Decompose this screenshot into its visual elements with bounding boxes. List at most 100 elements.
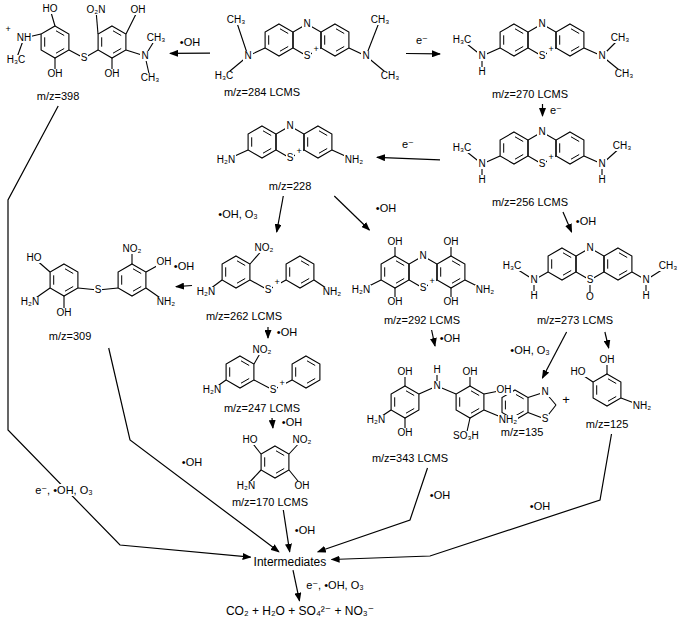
atom-label: NH	[16, 33, 32, 44]
double-bond	[515, 137, 523, 142]
compound-node: m/z=256 LCMS	[440, 116, 645, 212]
mz-label: m/z=284 LCMS	[223, 86, 301, 98]
flow-text: Intermediates	[251, 554, 330, 570]
mz-label: m/z=273 LCMS	[536, 314, 614, 326]
reagent-label: •OH	[172, 260, 196, 272]
reaction-arrow	[176, 286, 192, 287]
atom-label: NH₂	[344, 155, 364, 166]
atom-label: OH	[47, 69, 64, 80]
mz-label: m/z=170 LCMS	[231, 496, 309, 508]
atom-label: N	[585, 243, 594, 254]
flow-box: Intermediates	[251, 552, 332, 570]
reaction-arrow	[432, 330, 435, 346]
reagent-label: •OH	[180, 456, 204, 468]
atom-label: H₃C	[214, 71, 235, 82]
double-bond	[276, 451, 284, 456]
double-bond	[440, 267, 441, 276]
compound-node: m/z=284 LCMS	[210, 5, 406, 100]
atom-label: S	[264, 285, 273, 296]
double-bond	[56, 31, 64, 36]
atom-label: OH	[130, 5, 147, 16]
double-bond	[563, 271, 571, 276]
double-bond	[515, 155, 523, 160]
reaction-arrow	[8, 106, 251, 557]
mz-label: m/z=343 LCMS	[371, 452, 449, 464]
atom-label: OH	[104, 69, 121, 80]
benzene-ring	[500, 132, 528, 164]
compound-node: m/z=170 LCMS	[226, 428, 328, 510]
reagent-label: •OH, O₃	[508, 344, 552, 356]
reagent-label: e⁻, •OH, O₃	[304, 579, 366, 591]
compound-node: m/z=343 LCMS	[360, 346, 536, 468]
atom-label: S	[541, 414, 550, 425]
atom-label: N	[140, 51, 149, 62]
reagent-label: e⁻	[414, 34, 430, 46]
double-bond	[516, 395, 524, 399]
reaction-arrow	[563, 212, 572, 232]
reagent-label: •OH	[374, 202, 398, 214]
double-bond	[237, 261, 245, 266]
reaction-arrow	[542, 104, 543, 116]
double-bond	[471, 409, 479, 414]
double-bond	[571, 47, 579, 52]
charge-sign: +	[312, 45, 319, 54]
benzene-ring	[604, 248, 632, 280]
atom-label: N	[537, 127, 546, 138]
mz-label: m/z=292 LCMS	[383, 314, 461, 326]
mz-label: m/z=256 LCMS	[491, 196, 569, 208]
atom-label: HO	[42, 4, 59, 15]
double-bond	[225, 267, 226, 276]
atom-label: N	[597, 159, 606, 170]
double-bond	[276, 469, 284, 474]
double-bond	[101, 37, 102, 46]
compound-node: m/z=247 LCMS	[198, 338, 338, 418]
double-bond	[133, 269, 141, 274]
atom-label: OH	[443, 237, 460, 248]
benzene-ring	[98, 26, 126, 58]
atom-label: H₃C	[452, 35, 473, 46]
atom-label: SO₃H	[452, 431, 480, 442]
reagent-label: •OH	[293, 524, 317, 536]
double-bond	[396, 279, 404, 284]
atom-label: H₃C	[452, 143, 473, 154]
double-bond	[503, 143, 504, 152]
charge-sign: +	[561, 393, 571, 407]
double-bond	[264, 457, 265, 466]
reaction-arrow	[605, 332, 609, 348]
reaction-arrow	[283, 510, 289, 552]
atom-label: N	[540, 387, 549, 398]
double-bond	[53, 275, 54, 284]
mz-label: m/z=125	[585, 418, 630, 430]
atom-label: NO₂	[292, 435, 313, 446]
charge-sign: +	[4, 25, 11, 34]
atom-label: OH	[294, 481, 311, 492]
compound-node: m/z=309	[16, 238, 176, 348]
reagent-label: •OH	[428, 489, 452, 501]
atom-label: S	[80, 53, 89, 64]
atom-label: CH₃	[140, 73, 161, 84]
double-bond	[559, 35, 560, 44]
benzene-ring	[500, 24, 528, 56]
benzene-ring	[41, 26, 69, 58]
atom-label: H	[597, 175, 606, 186]
atom-label: OH	[496, 385, 513, 396]
atom-label: OH	[397, 367, 414, 378]
reaction-arrow	[318, 468, 428, 552]
atom-label: H	[477, 175, 486, 186]
compound-node: m/z=135	[490, 378, 562, 440]
double-bond	[319, 149, 327, 154]
mz-label: m/z=228	[268, 180, 313, 192]
atom-label: S	[303, 51, 312, 62]
atom-label: CH₃	[370, 15, 391, 26]
atom-label: NH₂	[475, 285, 495, 296]
atom-label: NH₂	[632, 401, 652, 412]
compound-node: m/z=273 LCMS	[500, 232, 686, 332]
atom-label: N	[641, 275, 650, 286]
atom-label: OH	[56, 308, 73, 319]
atom-label: N	[477, 51, 486, 62]
benzene-ring	[391, 386, 419, 418]
double-bond	[471, 391, 479, 396]
reaction-arrow	[267, 327, 268, 338]
